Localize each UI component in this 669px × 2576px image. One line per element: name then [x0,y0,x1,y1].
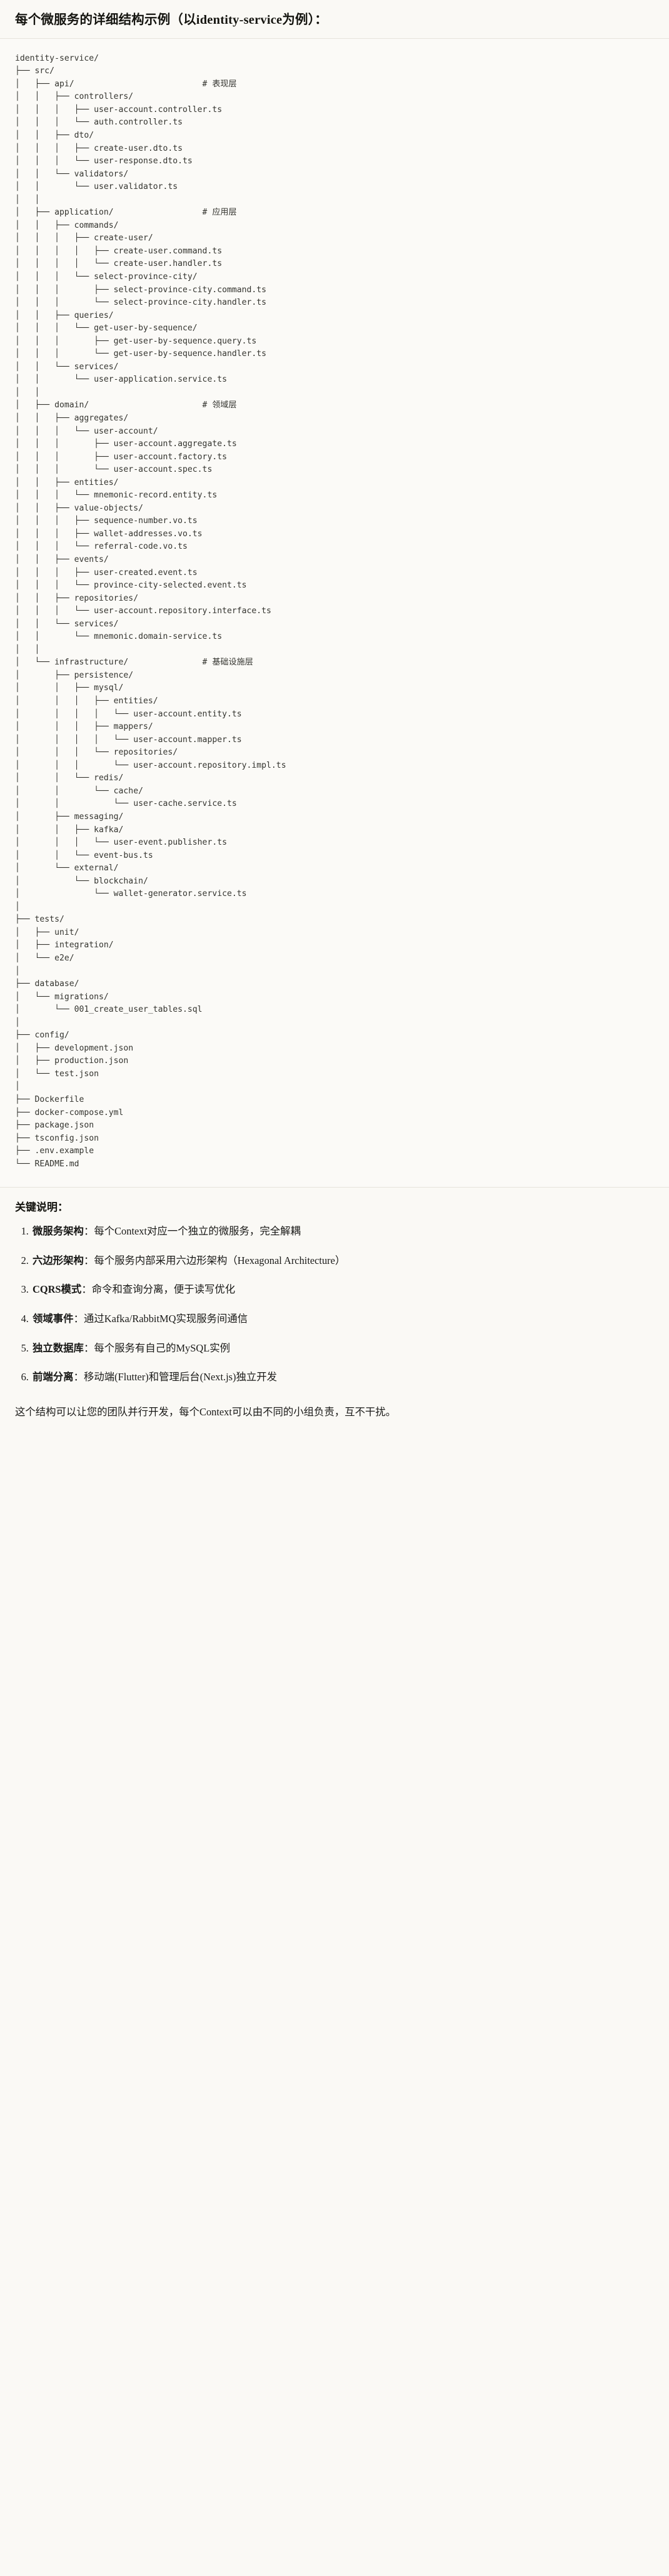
list-item: 领域事件：通过Kafka/RabbitMQ实现服务间通信 [31,1311,654,1327]
key-description: 移动端(Flutter)和管理后台(Next.js)独立开发 [83,1371,278,1383]
page-title: 每个微服务的详细结构示例（以identity-service为例）： [15,13,328,27]
key-term: 前端分离 [33,1371,74,1383]
key-points-block: 关键说明： 微服务架构：每个Context对应一个独立的微服务，完全解耦 六边形… [0,1188,669,1402]
key-term: 领域事件 [33,1312,74,1325]
key-separator: ： [81,1283,92,1296]
key-term: CQRS模式 [33,1283,82,1296]
list-item: 前端分离：移动端(Flutter)和管理后台(Next.js)独立开发 [31,1370,654,1385]
key-description: 命令和查询分离，便于读写优化 [91,1283,236,1296]
key-description: 每个服务有自己的MySQL实例 [94,1341,230,1354]
list-item: 微服务架构：每个Context对应一个独立的微服务，完全解耦 [31,1224,654,1240]
header-block: 每个微服务的详细结构示例（以identity-service为例）： [0,0,669,39]
list-item: CQRS模式：命令和查询分离，便于读写优化 [31,1282,654,1298]
key-separator: ： [83,1254,94,1266]
key-separator: ： [83,1225,94,1238]
directory-tree-block: identity-service/ ├── src/ │ ├── api/ # … [0,38,669,1188]
key-description: 每个Context对应一个独立的微服务，完全解耦 [94,1225,301,1238]
closing-paragraph: 这个结构可以让您的团队并行开发，每个Context可以由不同的小组负责，互不干扰… [15,1405,396,1418]
key-points-list: 微服务架构：每个Context对应一个独立的微服务，完全解耦 六边形架构：每个服… [15,1224,654,1385]
list-item: 独立数据库：每个服务有自己的MySQL实例 [31,1341,654,1357]
key-description: 通过Kafka/RabbitMQ实现服务间通信 [83,1312,248,1325]
key-points-title: 关键说明： [15,1201,68,1214]
list-item: 六边形架构：每个服务内部采用六边形架构（Hexagonal Architectu… [31,1253,654,1269]
directory-tree: identity-service/ ├── src/ │ ├── api/ # … [15,53,286,1169]
key-term: 独立数据库 [33,1341,84,1354]
key-description: 每个服务内部采用六边形架构（Hexagonal Architecture） [94,1254,346,1266]
key-term: 六边形架构 [33,1254,84,1266]
key-separator: ： [73,1371,84,1383]
key-separator: ： [83,1341,94,1354]
key-term: 微服务架构 [33,1225,84,1238]
key-separator: ： [73,1312,84,1325]
